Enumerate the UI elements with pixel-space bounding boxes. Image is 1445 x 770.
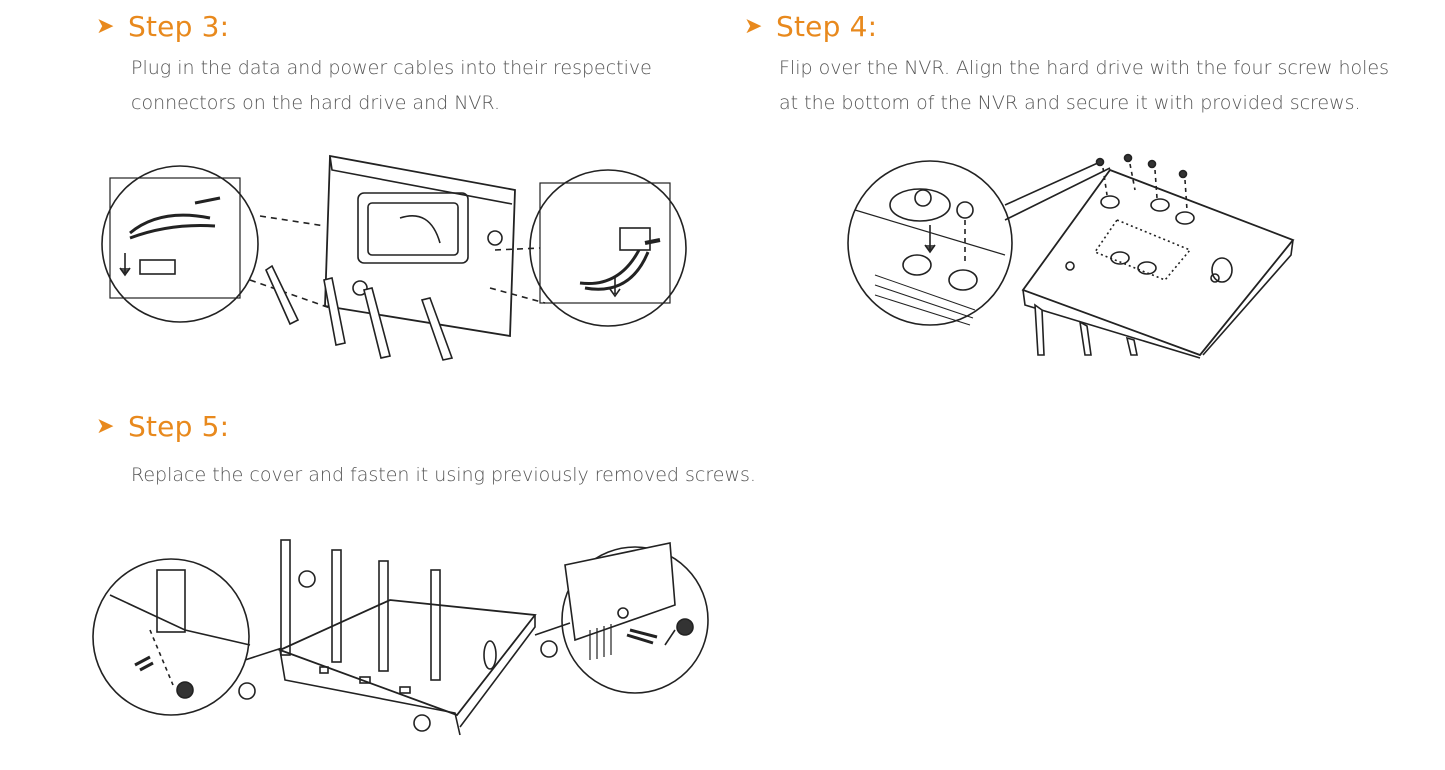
step-3-line-1: Plug in the data and power cables into t… [131,57,652,79]
step-3-line-2: connectors on the hard drive and NVR. [131,92,500,114]
step-5-line-1: Replace the cover and fasten it using pr… [131,464,756,486]
arrow-right-icon: ➤ [744,13,763,39]
step-5-title: Step 5: [128,410,230,443]
step-3-description: Plug in the data and power cables into t… [131,51,652,121]
arrow-right-icon: ➤ [96,413,115,439]
step-4-line-1: Flip over the NVR. Align the hard drive … [779,57,1389,79]
step-5-heading: ➤ Step 5: [96,410,229,443]
step-3-title: Step 3: [128,10,230,43]
step-4-heading: ➤ Step 4: [744,10,877,43]
step-3-illustration [101,154,687,361]
arrow-right-icon: ➤ [96,13,115,39]
step-4-line-2: at the bottom of the NVR and secure it w… [779,92,1361,114]
step-4-illustration [847,153,1295,359]
step-4-title: Step 4: [776,10,878,43]
step-4-description: Flip over the NVR. Align the hard drive … [779,51,1389,121]
step-5-description: Replace the cover and fasten it using pr… [131,458,756,493]
step-3-heading: ➤ Step 3: [96,10,229,43]
step-5-illustration [92,539,709,736]
